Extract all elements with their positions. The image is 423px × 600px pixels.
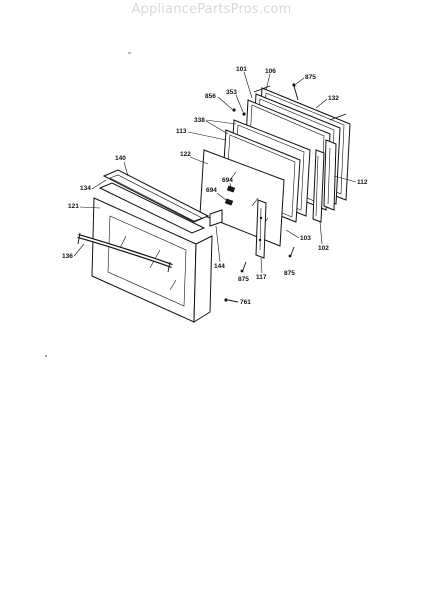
- label-140: 140: [115, 155, 126, 162]
- label-112: 112: [357, 179, 368, 186]
- label-856: 856: [205, 93, 216, 100]
- label-338: 338: [194, 117, 205, 124]
- label-122: 122: [180, 151, 191, 158]
- door-hinge: [255, 199, 267, 259]
- vent-strip: [209, 209, 223, 227]
- label-132: 132: [328, 95, 339, 102]
- label-113: 113: [176, 128, 187, 135]
- watermark: AppliancePartsPros.com: [131, 2, 292, 17]
- label-694-a: 694: [222, 177, 233, 184]
- label-121: 121: [68, 203, 79, 210]
- label-875-b: 875: [284, 270, 295, 277]
- label-144: 144: [214, 263, 225, 270]
- label-102: 102: [318, 245, 329, 252]
- outer-door-panel: [91, 197, 213, 323]
- door-side-channels: [312, 139, 337, 223]
- label-101: 101: [236, 66, 247, 73]
- label-136: 136: [62, 253, 73, 260]
- label-875-a: 875: [238, 276, 249, 283]
- label-106: 106: [265, 68, 276, 75]
- label-875-top: 875: [305, 74, 316, 81]
- label-694-b: 694: [206, 187, 217, 194]
- door-handle: [77, 232, 173, 273]
- label-761: 761: [240, 299, 251, 306]
- speck: [45, 355, 47, 357]
- label-134: 134: [80, 185, 91, 192]
- screw-761: [224, 298, 239, 303]
- label-103: 103: [300, 235, 311, 242]
- screws: [232, 83, 299, 273]
- label-353: 353: [226, 89, 237, 96]
- label-117: 117: [256, 274, 267, 281]
- door-top-trim: [98, 169, 210, 234]
- glass-clips: [224, 185, 236, 206]
